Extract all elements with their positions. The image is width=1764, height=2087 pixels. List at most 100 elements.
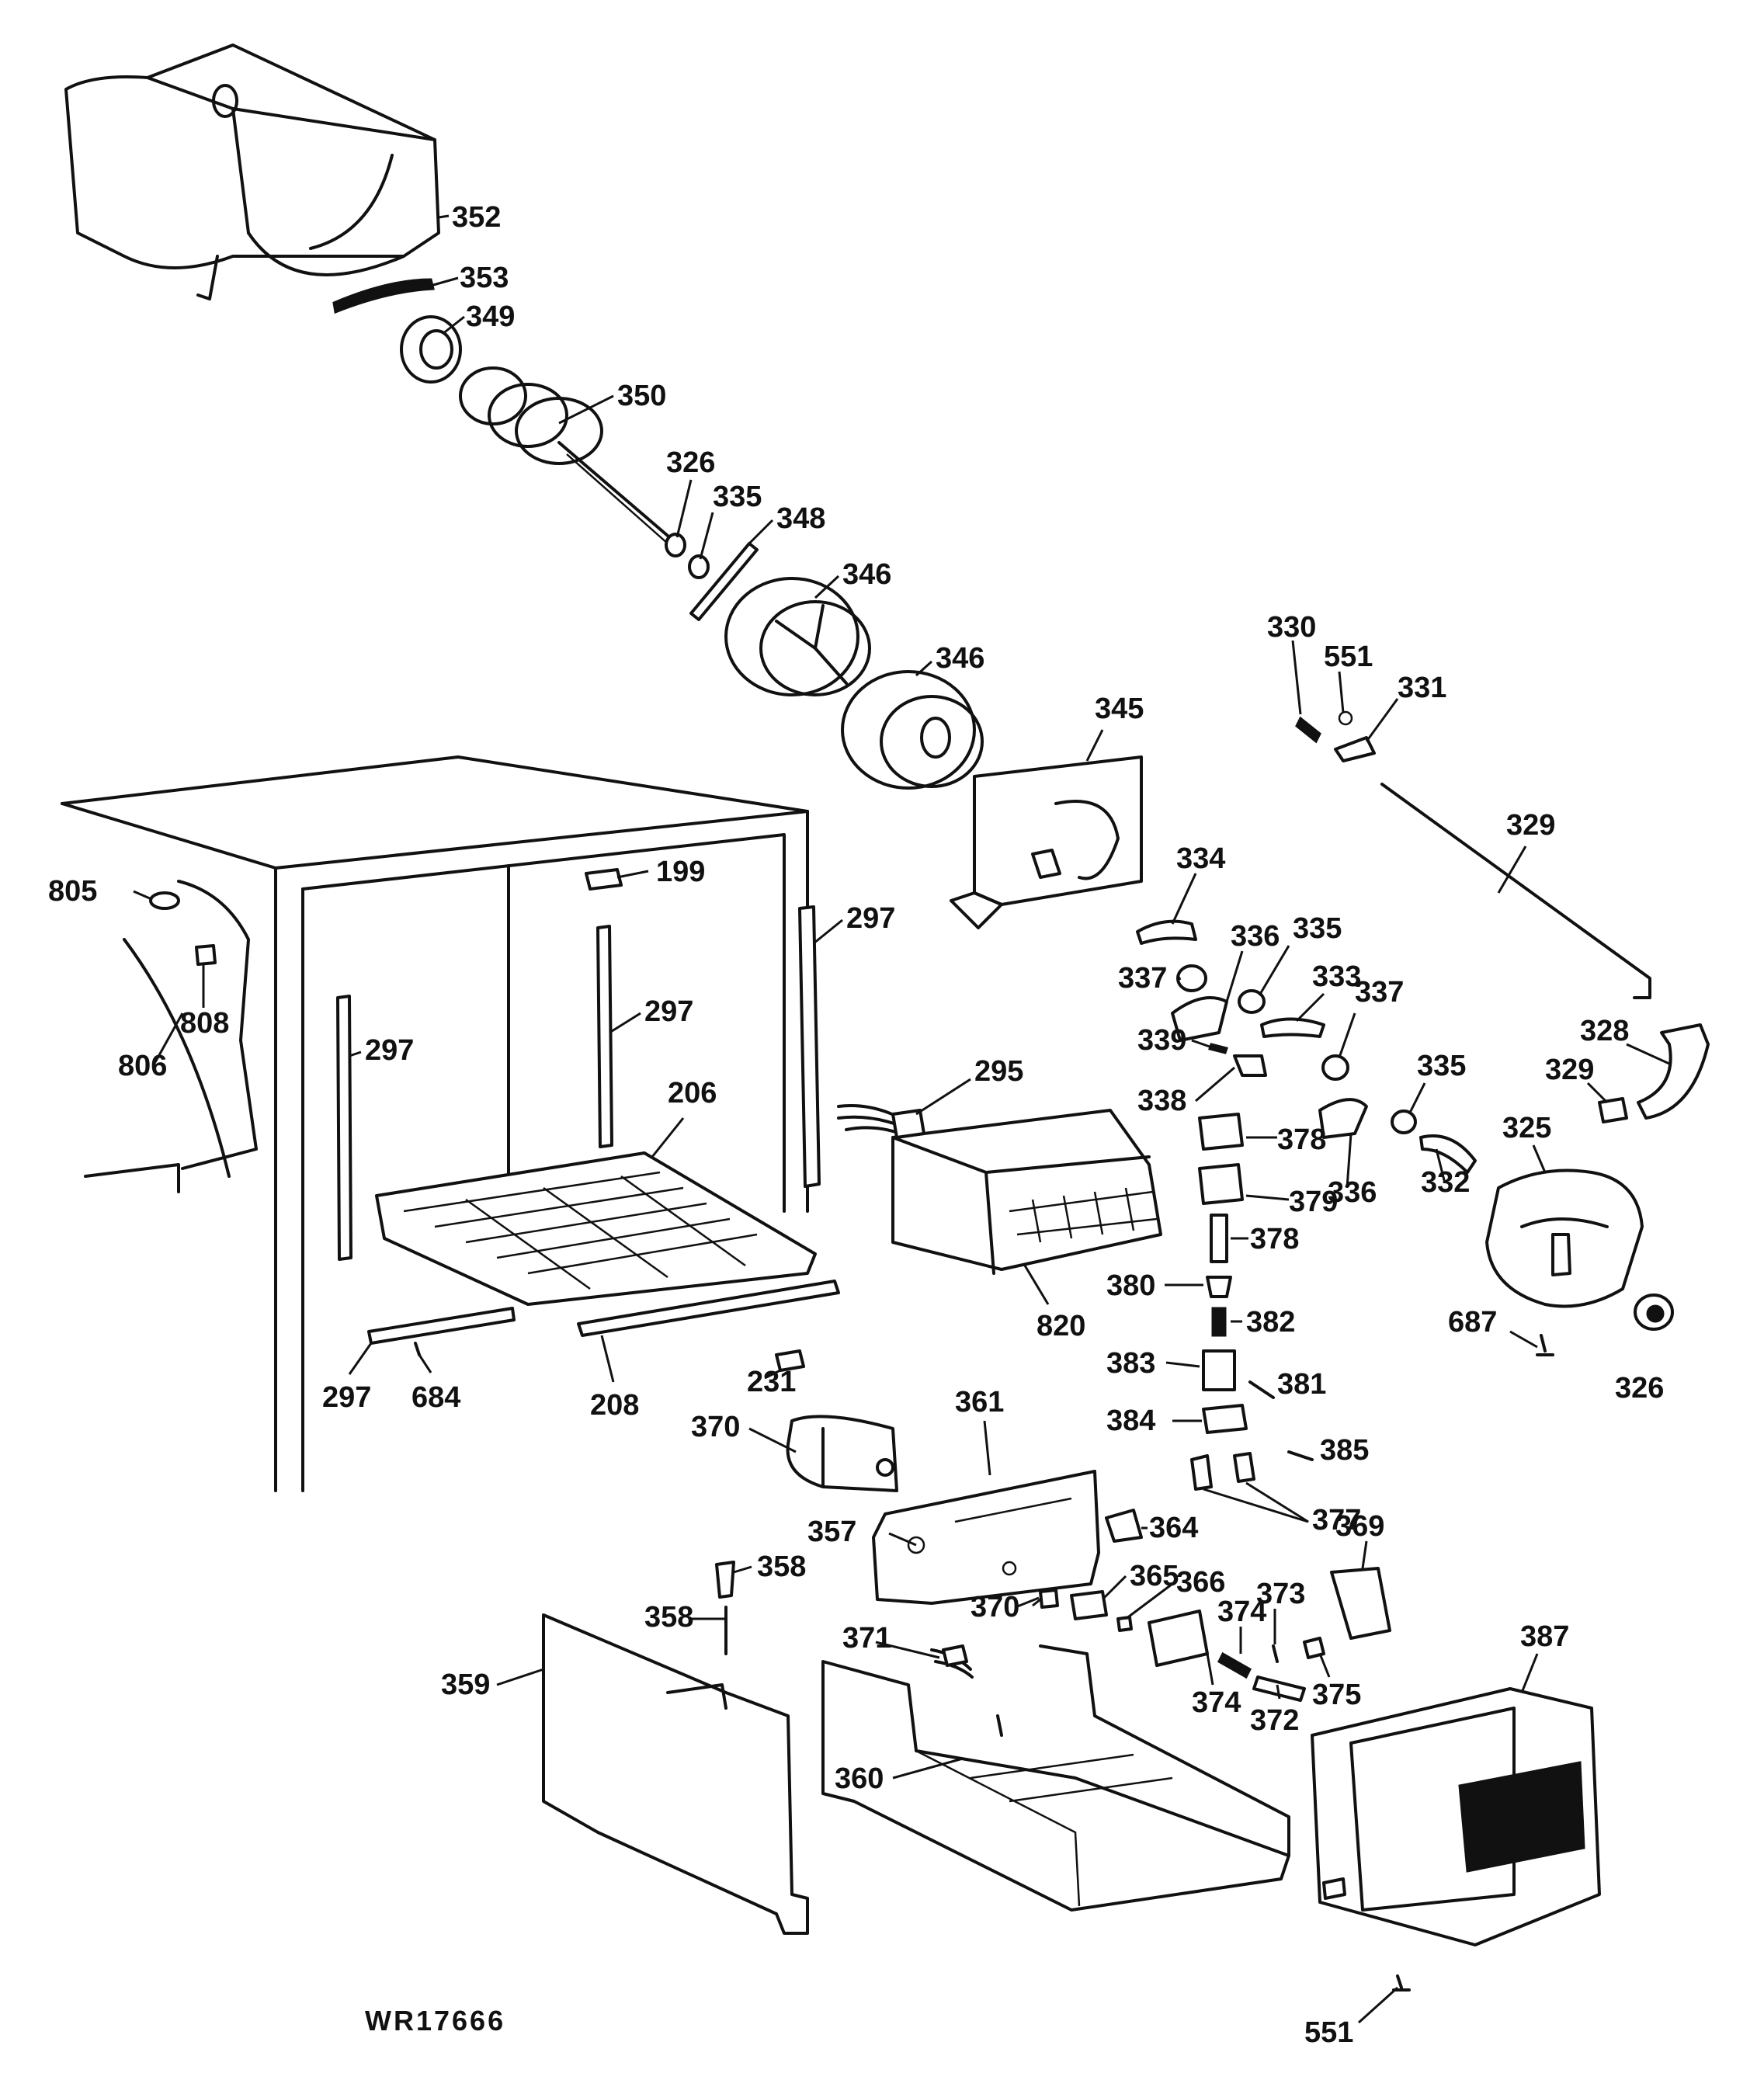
pin-381: [1248, 1380, 1275, 1399]
callout-297c: 297: [365, 1034, 414, 1067]
callout-353: 353: [460, 262, 509, 294]
callout-358b: 358: [644, 1601, 693, 1634]
rod-329: [1380, 783, 1651, 999]
lever-331: [1334, 736, 1376, 762]
callout-687: 687: [1448, 1306, 1497, 1339]
callout-684: 684: [411, 1381, 460, 1414]
spring-330: [1295, 716, 1321, 744]
callout-377: 377: [1312, 1504, 1361, 1537]
door-liner-806-outline: [177, 880, 258, 1170]
callout-820: 820: [1037, 1310, 1085, 1342]
block-379: [1198, 1163, 1244, 1205]
callout-360: 360: [835, 1762, 884, 1795]
plunger-372: [1252, 1676, 1306, 1702]
leader-lines: [133, 214, 1670, 2024]
pin-385: [1287, 1450, 1314, 1461]
cam-333: [1260, 1017, 1325, 1038]
callout-326b: 326: [1615, 1372, 1664, 1405]
callout-808: 808: [180, 1007, 229, 1040]
callout-208: 208: [590, 1389, 639, 1422]
nut-366: [1116, 1616, 1133, 1632]
callout-336: 336: [1231, 920, 1280, 953]
screw-687: [1536, 1334, 1554, 1356]
base-pan-360: [821, 1644, 1290, 1912]
callout-330: 330: [1267, 611, 1316, 644]
rail-297a: [336, 995, 352, 1261]
callout-338: 338: [1137, 1085, 1186, 1117]
callout-385: 385: [1320, 1434, 1369, 1467]
bucket-arm-353: [332, 278, 435, 314]
harness-371: [930, 1644, 974, 1679]
spring-374b: [1217, 1651, 1252, 1679]
callout-384: 384: [1106, 1405, 1155, 1437]
bracket-231: [775, 1349, 805, 1372]
screw-370c: [996, 1714, 1003, 1737]
callout-337b: 337: [1355, 976, 1404, 1009]
callout-333: 333: [1312, 960, 1361, 993]
trim-208: [577, 1280, 840, 1337]
washer-335b: [1238, 989, 1266, 1014]
plunger-380: [1206, 1276, 1232, 1298]
callout-297d: 297: [322, 1381, 371, 1414]
callout-336b: 336: [1328, 1176, 1377, 1209]
callout-352: 352: [452, 201, 501, 234]
callout-359: 359: [441, 1669, 490, 1701]
callout-365: 365: [1130, 1560, 1179, 1592]
callout-382: 382: [1246, 1306, 1295, 1339]
screw-373: [1272, 1644, 1279, 1663]
callout-328: 328: [1580, 1015, 1629, 1047]
contact-377b: [1233, 1452, 1255, 1483]
callout-372: 372: [1250, 1704, 1299, 1737]
callout-379: 379: [1289, 1186, 1338, 1218]
callout-364: 364: [1149, 1512, 1198, 1544]
clip-551: [1338, 710, 1353, 726]
crusher-blade-346a: [724, 577, 871, 696]
cam-334: [1136, 919, 1197, 945]
bracket-384: [1202, 1404, 1248, 1434]
callout-371: 371: [842, 1622, 891, 1655]
callout-297b: 297: [644, 995, 693, 1028]
callout-361: 361: [955, 1386, 1004, 1419]
callout-346b: 346: [936, 642, 984, 675]
callout-380: 380: [1106, 1269, 1155, 1302]
gear-337b: [1321, 1054, 1349, 1081]
wire-harness-295: [837, 1104, 925, 1139]
coil-383: [1202, 1349, 1236, 1391]
pin-348: [689, 542, 759, 621]
callout-labels: 352 353 349 350 326 335 348 346 346 345 …: [48, 201, 1664, 2049]
shelf-stop-199: [585, 868, 623, 891]
callout-329: 329: [1506, 809, 1555, 842]
callout-378b: 378: [1250, 1223, 1299, 1255]
callout-199: 199: [656, 856, 705, 888]
rail-297b: [596, 925, 613, 1148]
solenoid-378a: [1198, 1113, 1244, 1151]
callout-331: 331: [1398, 672, 1446, 704]
ice-bucket-352: [64, 43, 440, 300]
cover-374a: [1148, 1610, 1209, 1667]
paddle-328: [1637, 1023, 1710, 1120]
callout-332: 332: [1421, 1166, 1470, 1199]
callout-339: 339: [1137, 1024, 1186, 1057]
callout-335: 335: [713, 481, 762, 513]
washer-335c: [1391, 1109, 1417, 1134]
lever-338: [1233, 1054, 1267, 1077]
ice-maker-820: [891, 1109, 1162, 1275]
washer-326: [665, 533, 686, 557]
auger-350: [459, 366, 669, 544]
dispenser-housing-387: [1311, 1687, 1601, 1946]
arm-336b: [1318, 1098, 1368, 1139]
callout-335c: 335: [1417, 1050, 1466, 1082]
nut-370b: [1039, 1589, 1059, 1609]
gear-337a: [1176, 964, 1207, 992]
mounting-plate-361: [872, 1470, 1100, 1605]
callout-374b: 374: [1192, 1686, 1241, 1719]
callout-358: 358: [757, 1550, 806, 1583]
callout-295: 295: [974, 1055, 1023, 1088]
callout-551: 551: [1324, 641, 1373, 673]
callout-348: 348: [776, 502, 825, 535]
callout-805: 805: [48, 875, 97, 908]
callout-326: 326: [666, 446, 715, 479]
cam-332: [1419, 1134, 1477, 1174]
housing-plate-345: [950, 755, 1143, 929]
